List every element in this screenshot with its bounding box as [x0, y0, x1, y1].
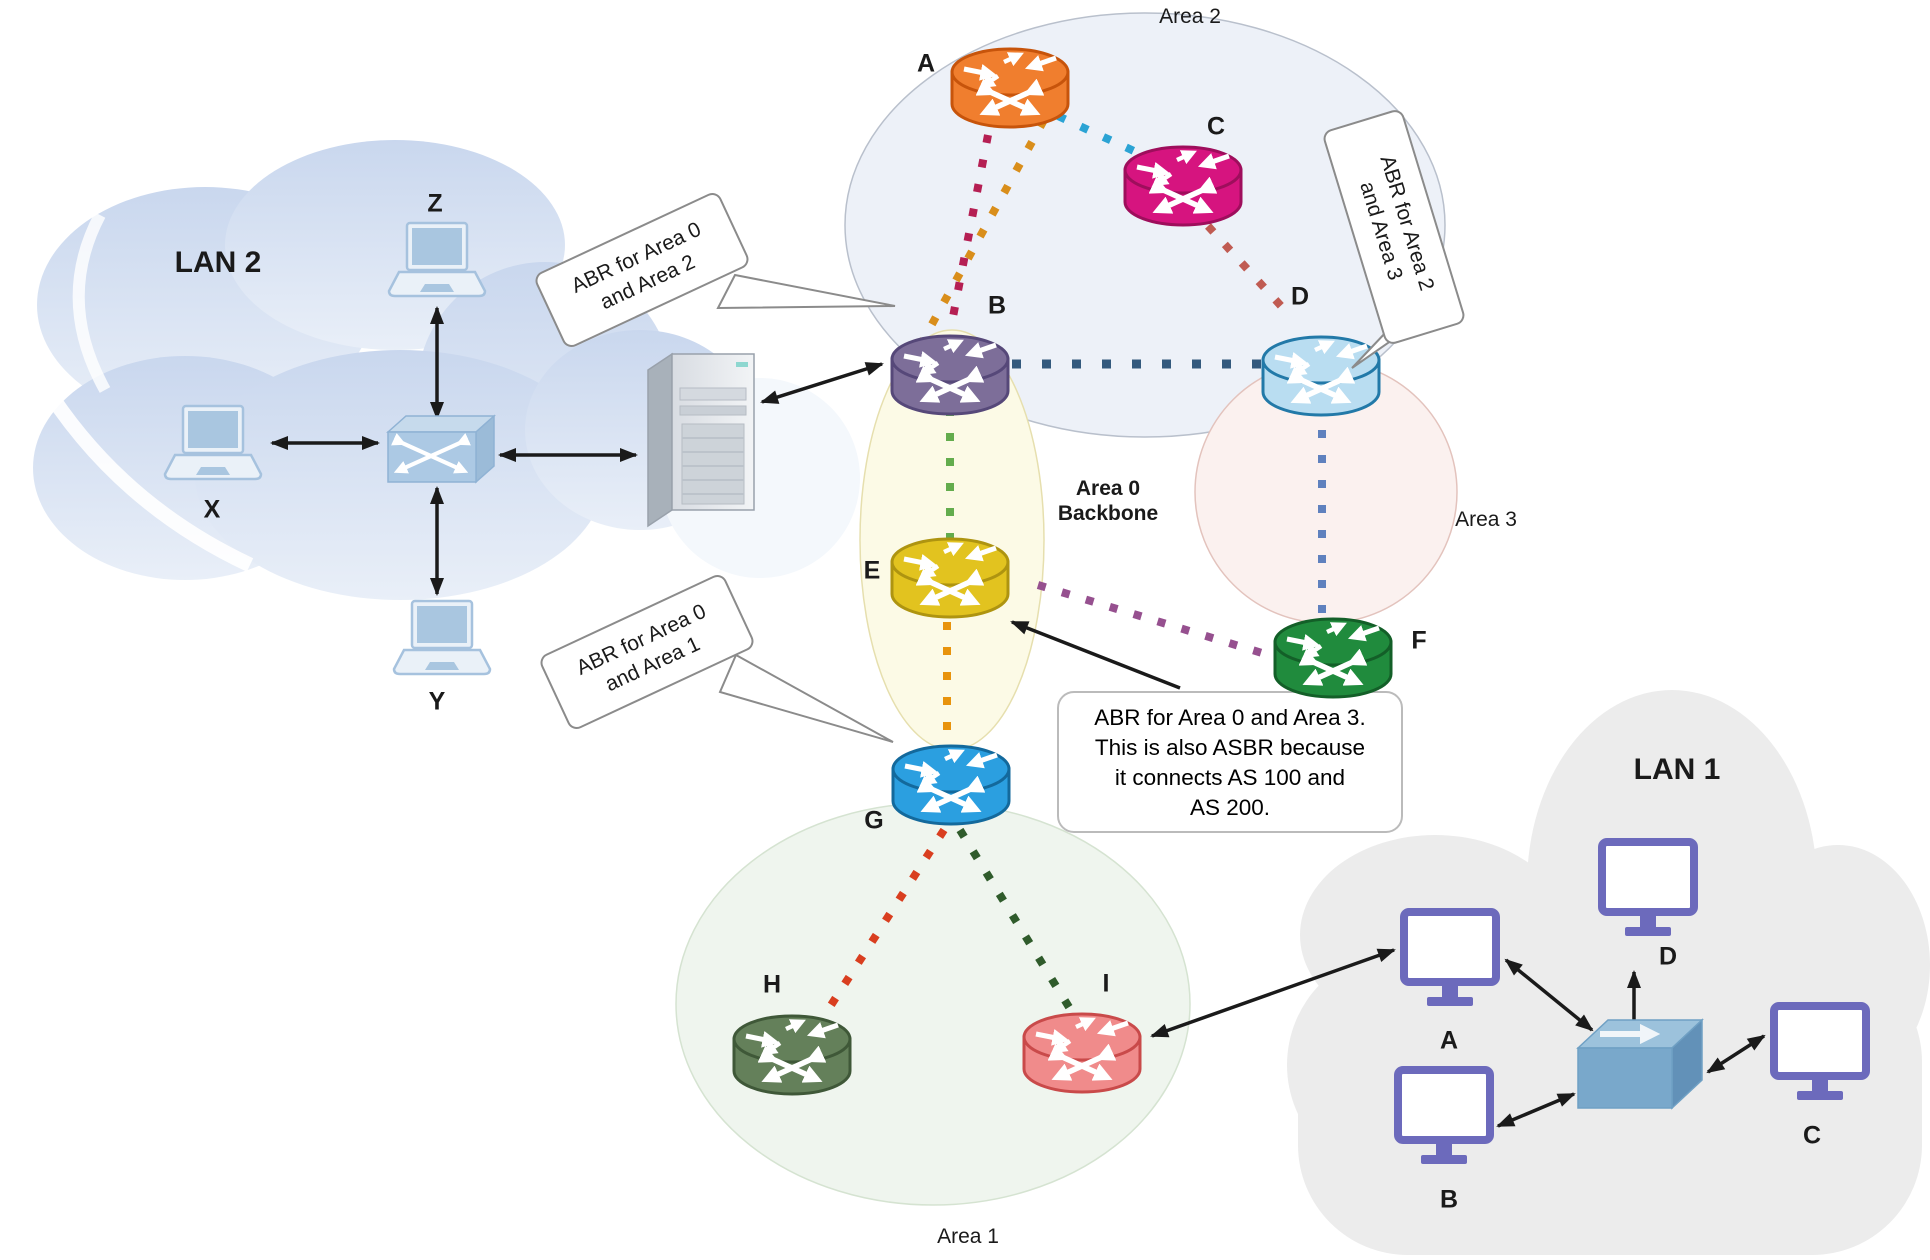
router-d-label: D [1290, 282, 1310, 311]
ethernet-arrows [270, 306, 1766, 1128]
lan1-switch [1576, 1018, 1704, 1110]
arrow-server-router-b [760, 362, 884, 404]
router-i-label: I [1102, 969, 1110, 998]
router-g [893, 746, 1009, 824]
router-c [1125, 147, 1241, 225]
lan2-switch [386, 414, 496, 484]
router-e-label: E [863, 556, 881, 585]
ospf-links [820, 112, 1326, 1019]
lan1-host-a-label: A [1439, 1026, 1459, 1055]
asbr-note-line3: it connects AS 100 and [1115, 765, 1345, 790]
callout-tail-abr01 [718, 653, 894, 743]
lan2-label: LAN 2 [174, 246, 262, 279]
asbr-note-line4: AS 200. [1190, 795, 1270, 820]
callout-tails [716, 273, 1419, 743]
lan1-host-b-label: B [1439, 1185, 1459, 1214]
arrow-lan1-c-switch [1706, 1034, 1766, 1074]
area0-sublabel: Backbone [1057, 502, 1159, 525]
arrow-router-i-lan1 [1150, 948, 1396, 1038]
router-b-label: B [987, 291, 1007, 320]
area2-label: Area 2 [1159, 5, 1221, 28]
router-f [1275, 619, 1391, 697]
callout-asbr-note: ABR for Area 0 and Area 3. This is also … [1057, 691, 1403, 833]
arrow-note-router-e [1010, 620, 1181, 690]
link-g-i [956, 827, 1076, 1015]
link-c-d [1205, 223, 1295, 321]
area1-label: Area 1 [937, 1225, 999, 1248]
host-x-label: X [203, 495, 221, 524]
router-g-label: G [864, 806, 884, 835]
lan1-host-d-label: D [1658, 942, 1678, 971]
router-h-label: H [762, 970, 782, 999]
router-f-label: F [1411, 626, 1427, 655]
router-i [1024, 1014, 1140, 1092]
router-e [892, 539, 1008, 617]
link-e-f [1036, 581, 1264, 657]
router-h [734, 1016, 850, 1094]
router-a-label: A [916, 49, 936, 78]
link-a-b-alt [916, 118, 1048, 348]
area0-label: Area 0 [1075, 477, 1141, 500]
host-y-label: Y [428, 687, 446, 716]
host-z-label: Z [427, 189, 443, 218]
arrow-lan1-a-switch [1504, 958, 1594, 1032]
asbr-note-line2: This is also ASBR because [1095, 735, 1365, 760]
router-b [892, 336, 1008, 414]
asbr-note-line1: ABR for Area 0 and Area 3. [1094, 705, 1365, 730]
link-a-b [948, 134, 992, 323]
lan1-host-c-label: C [1802, 1121, 1822, 1150]
arrow-lan1-b-switch [1496, 1092, 1576, 1128]
router-c-label: C [1206, 112, 1226, 141]
callout-tail-abr02 [716, 273, 896, 310]
laptop-y [392, 599, 492, 676]
lan1-label: LAN 1 [1633, 753, 1721, 786]
router-d [1263, 337, 1379, 415]
area1-ellipse [675, 802, 1191, 1206]
area3-label: Area 3 [1455, 508, 1517, 531]
router-a [952, 49, 1068, 127]
server [647, 352, 755, 528]
